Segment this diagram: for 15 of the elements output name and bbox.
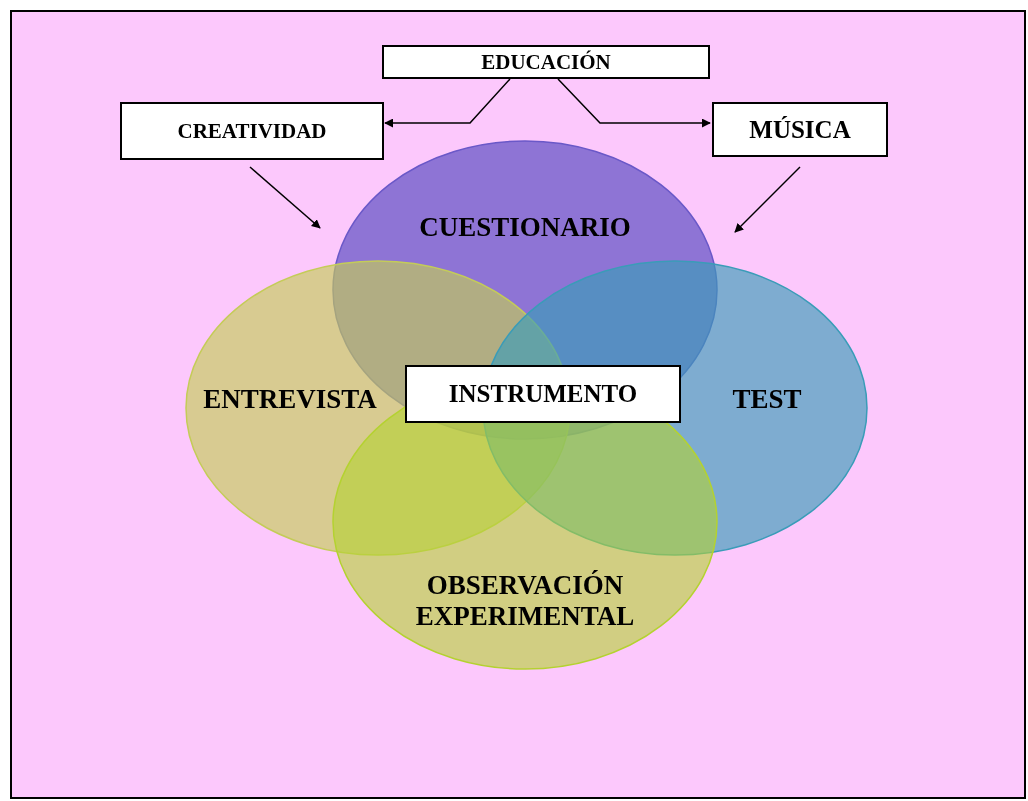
arrow: [734, 166, 801, 233]
box-label: CREATIVIDAD: [177, 118, 327, 144]
text-box: [120, 102, 384, 160]
arrow: [384, 78, 511, 128]
ellipse-label: CUESTIONARIO: [418, 212, 632, 243]
ellipse-label: TEST: [731, 384, 803, 415]
arrow: [557, 78, 711, 128]
box-label: EDUCACIÓN: [481, 49, 611, 75]
arrow: [249, 166, 321, 229]
text-box: [382, 45, 710, 79]
text-box: [712, 102, 888, 157]
box-label: INSTRUMENTO: [448, 380, 638, 408]
box-label: MÚSICA: [749, 115, 851, 144]
ellipse-label: ENTREVISTA: [202, 384, 378, 415]
ellipse-label: OBSERVACIÓN EXPERIMENTAL: [414, 570, 636, 632]
